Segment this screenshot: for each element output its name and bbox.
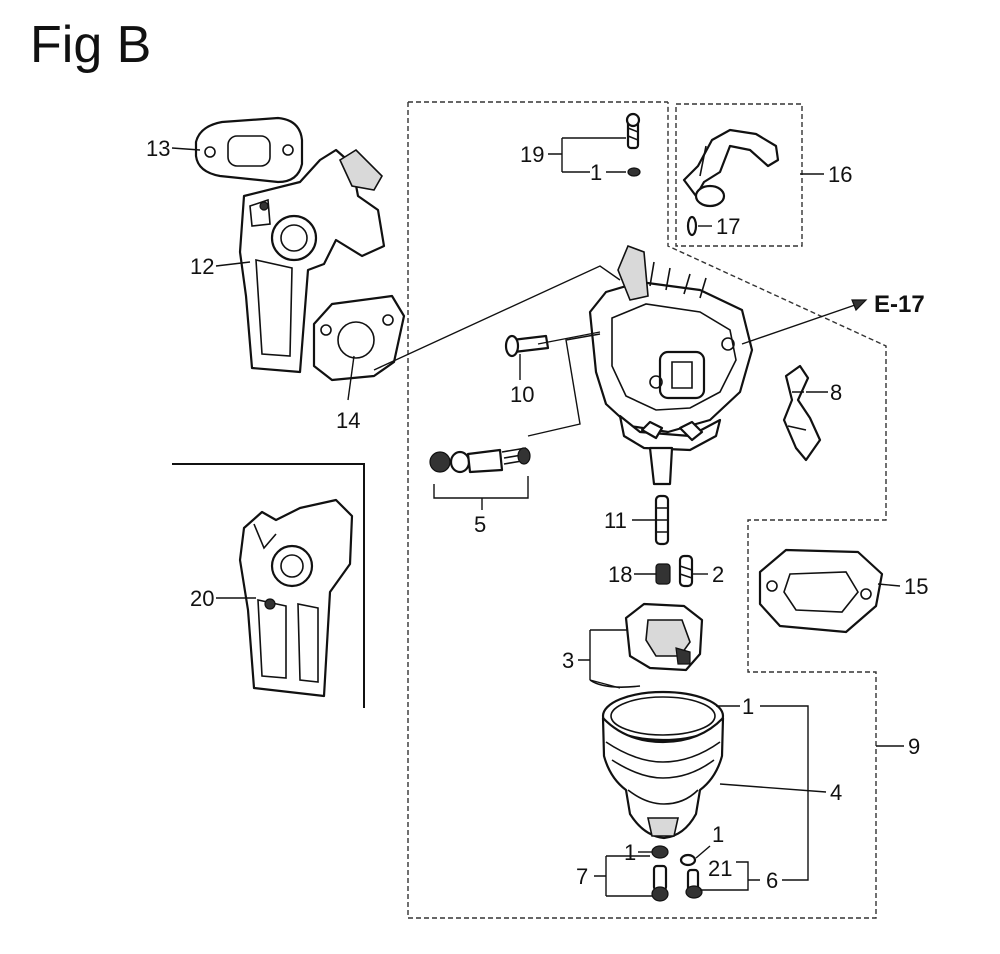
bolt-21 bbox=[685, 868, 703, 899]
callout-9: 9 bbox=[908, 734, 920, 759]
callout-7: 7 bbox=[576, 864, 588, 889]
washer-1-bottom-right bbox=[679, 853, 697, 867]
pilot-screw-5 bbox=[429, 447, 531, 474]
reference-e17: E-17 bbox=[874, 291, 925, 318]
washer-1-top bbox=[627, 167, 641, 177]
callout-3: 3 bbox=[562, 648, 574, 673]
main-jet-11 bbox=[654, 494, 670, 546]
callout-16: 16 bbox=[828, 162, 852, 187]
callout-17: 17 bbox=[716, 214, 740, 239]
callout-10: 10 bbox=[510, 382, 534, 407]
callout-1-bottom-right: 1 bbox=[712, 822, 724, 847]
float-chamber-4 bbox=[601, 690, 725, 840]
float-pin-8 bbox=[782, 364, 822, 462]
callout-1-bottom-left: 1 bbox=[624, 840, 636, 865]
gasket-13 bbox=[194, 116, 304, 184]
float-3 bbox=[589, 602, 704, 688]
insulator-20 bbox=[238, 498, 354, 698]
assembly-outline-9 bbox=[407, 101, 887, 919]
choke-lever-16 bbox=[682, 128, 780, 208]
insulator-12 bbox=[238, 148, 386, 374]
callout-12: 12 bbox=[190, 254, 214, 279]
callout-1-chamber: 1 bbox=[742, 694, 754, 719]
callout-13: 13 bbox=[146, 136, 170, 161]
drain-bolt-7 bbox=[651, 864, 669, 902]
callout-2: 2 bbox=[712, 562, 724, 587]
callout-5: 5 bbox=[474, 512, 486, 537]
section-divider bbox=[172, 463, 365, 708]
gasket-15 bbox=[758, 548, 884, 634]
pin-17 bbox=[686, 215, 698, 237]
callout-6: 6 bbox=[766, 868, 778, 893]
callout-14: 14 bbox=[336, 408, 360, 433]
callout-11: 11 bbox=[604, 508, 627, 533]
callout-15: 15 bbox=[904, 574, 928, 599]
callout-19: 19 bbox=[520, 142, 544, 167]
callout-1-top: 1 bbox=[590, 160, 602, 185]
figure-title: Fig B bbox=[30, 16, 151, 74]
leader-lines bbox=[171, 137, 904, 897]
callout-4: 4 bbox=[830, 780, 842, 805]
washer-1-bottom-left bbox=[651, 845, 669, 859]
jet-18 bbox=[655, 563, 671, 585]
gasket-14 bbox=[312, 294, 406, 382]
callout-20: 20 bbox=[190, 586, 214, 611]
choke-group-outline-16 bbox=[675, 103, 803, 247]
callout-18: 18 bbox=[608, 562, 632, 587]
screw-19 bbox=[625, 112, 641, 150]
screw-10 bbox=[504, 334, 550, 358]
needle-valve-2 bbox=[678, 554, 694, 588]
callout-8: 8 bbox=[830, 380, 842, 405]
carburetor-body bbox=[588, 244, 754, 486]
callout-21: 21 bbox=[708, 856, 732, 881]
